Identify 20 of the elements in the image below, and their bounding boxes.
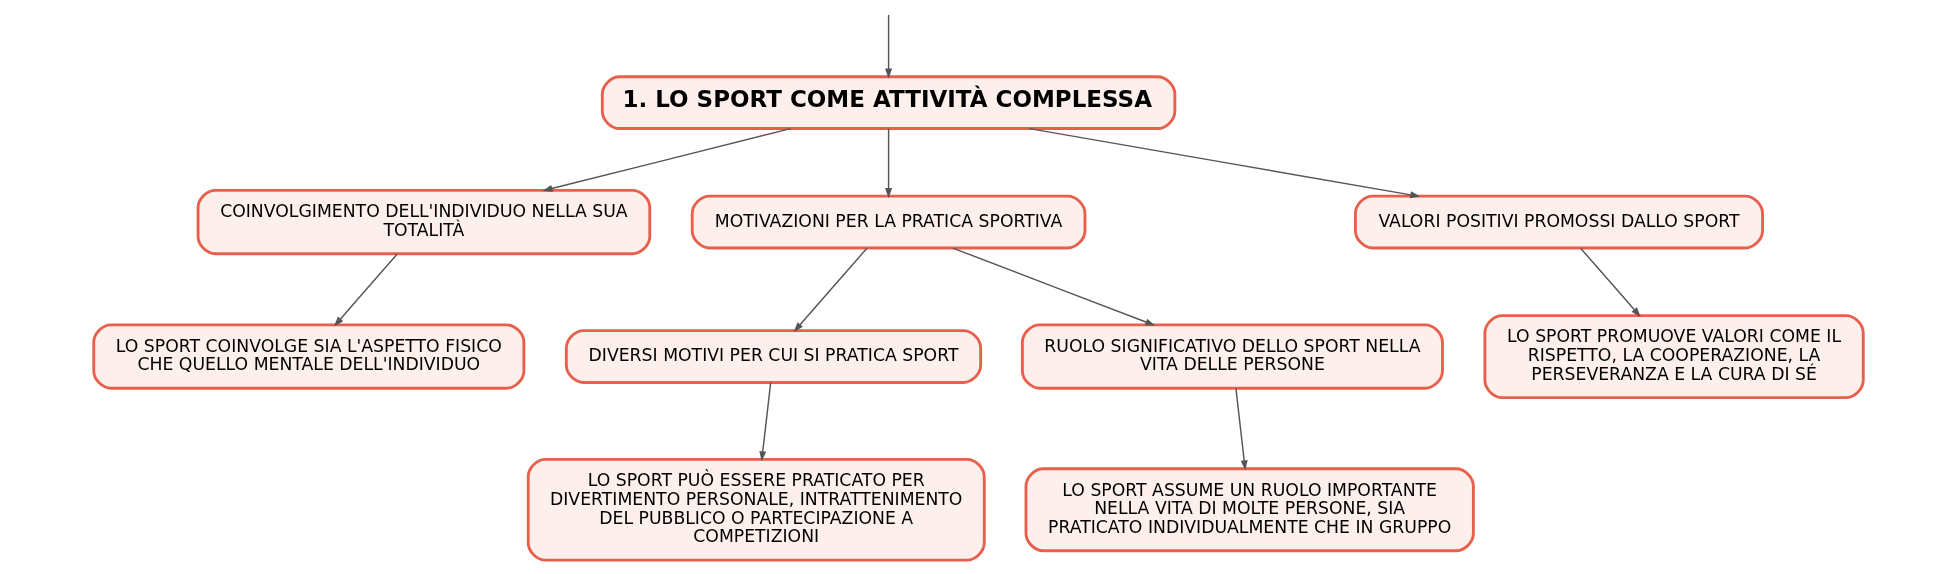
node-box: LO SPORT COINVOLGE SIA L'ASPETTO FISICO CHE QUELLO MENTALE DELL'INDIVIDUO	[91, 323, 525, 390]
node-box: LO SPORT ASSUME UN RUOLO IMPORTANTE NELLA VITA DI MOLTE PERSONE, SIA PRATICATO INDIVIDUALMENTE CHE IN GRUPPO	[1024, 467, 1475, 553]
node-box: LO SPORT PROMUOVE VALORI COME IL RISPETTO, LA COOPERAZIONE, LA PERSEVERANZA E LA CURA DI SÉ	[1482, 314, 1865, 399]
arrow	[884, 14, 892, 79]
arrow	[951, 247, 1155, 326]
arrow	[541, 127, 791, 192]
arrow	[333, 253, 398, 327]
node-box: VALORI POSITIVI PROMOSSI DALLO SPORT	[1353, 194, 1764, 250]
node-box: DIVERSI MOTIVI PER CUI SI PRATICA SPORT	[564, 329, 982, 384]
arrow	[758, 382, 771, 462]
arrow	[1579, 247, 1641, 318]
node-box: MOTIVAZIONI PER LA PRATICA SPORTIVA	[690, 194, 1086, 250]
arrow	[884, 128, 892, 199]
node-box: COINVOLGIMENTO DELL'INDIVIDUO NELLA SUA TOTALITÀ	[196, 188, 651, 256]
arrow	[1234, 387, 1248, 471]
node-box: 1. LO SPORT COME ATTIVITÀ COMPLESSA	[600, 75, 1176, 130]
arrow	[793, 247, 868, 333]
node-box: RUOLO SIGNIFICATIVO DELLO SPORT NELLA VITA DELLE PERSONE	[1020, 323, 1444, 390]
arrow	[1028, 127, 1420, 199]
node-box: LO SPORT PUÒ ESSERE PRATICATO PER DIVERTIMENTO PERSONALE, INTRATTENIMENTO DEL PUBBLICO O PARTECIPAZIONE A COMPETIZIONI	[526, 458, 986, 562]
